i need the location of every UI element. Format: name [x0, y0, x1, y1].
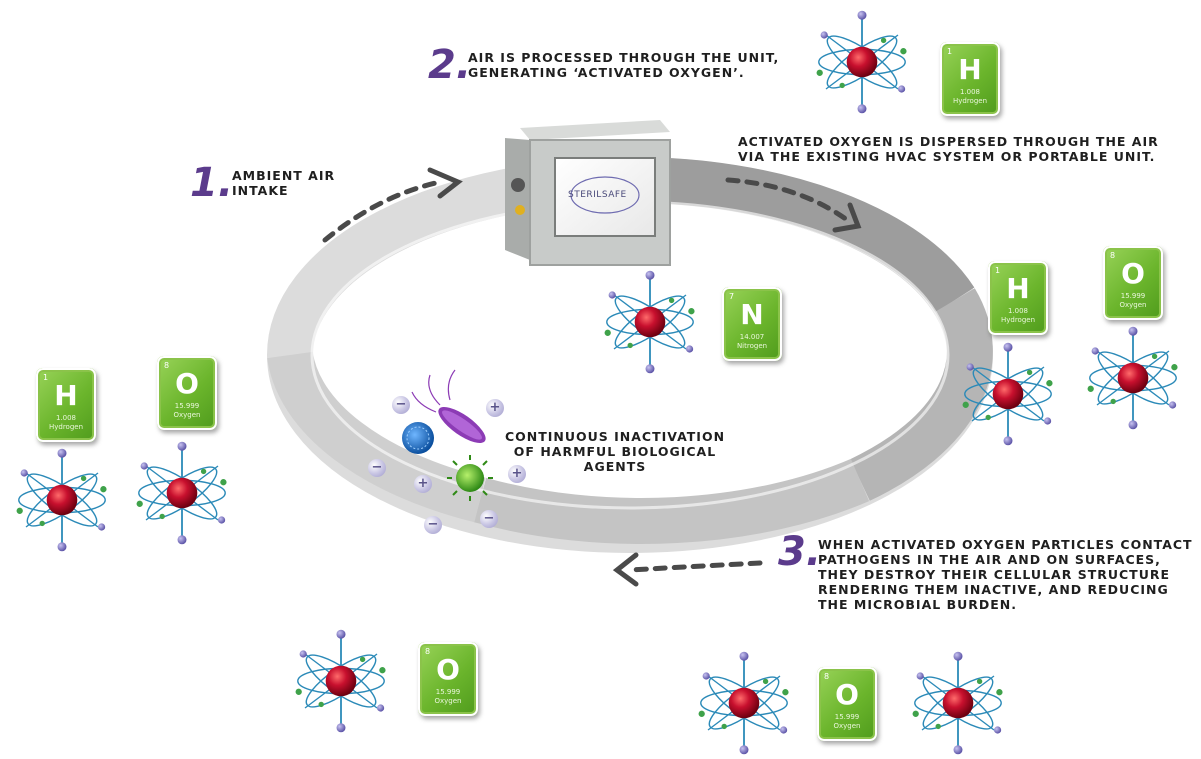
atomic-number: 7: [729, 292, 735, 301]
center-line: AGENTS: [583, 459, 647, 474]
atom-right-2: [1086, 325, 1179, 431]
oxygen-tile: 8 O 15.999 Oxygen: [1103, 246, 1163, 320]
atom-bottom-2: [697, 650, 790, 756]
hydrogen-tile: 1 H 1.008 Hydrogen: [940, 42, 1000, 116]
center-line: OF HARMFUL BIOLOGICAL: [513, 444, 717, 459]
atomic-number: 8: [164, 361, 170, 370]
step-1-text: AMBIENT AIR INTAKE: [232, 168, 335, 198]
atom-top: [815, 9, 908, 115]
nitrogen-tile: 7 N 14.007 Nitrogen: [722, 287, 782, 361]
atom-left-2: [135, 440, 228, 546]
blue-cell-icon: [402, 422, 434, 454]
hydrogen-tile: 1 H 1.008 Hydrogen: [36, 368, 96, 442]
element-symbol: O: [436, 653, 460, 686]
atomic-number: 8: [824, 672, 830, 681]
atomic-mass: 1.008: [55, 414, 77, 422]
atom-left-1: [15, 447, 108, 553]
atom-center: [603, 269, 696, 375]
atomic-mass: 15.999: [435, 688, 461, 696]
element-name: Oxygen: [173, 411, 201, 419]
element-name: Hydrogen: [952, 97, 988, 105]
step-2-line: GENERATING ‘ACTIVATED OXYGEN’.: [468, 65, 745, 80]
atomic-mass: 15.999: [1120, 292, 1146, 300]
step-1-line: INTAKE: [232, 183, 289, 198]
step-2-number: 2.: [428, 42, 472, 88]
element-name: Hydrogen: [48, 423, 84, 431]
device-logo: STERILSAFE: [568, 190, 627, 200]
atomic-mass: 1.008: [1007, 307, 1029, 315]
atomic-mass: 1.008: [959, 88, 981, 96]
element-symbol: H: [54, 379, 78, 412]
step-3-line: RENDERING THEM INACTIVE, AND REDUCING: [818, 582, 1169, 597]
dispersal-line: VIA THE EXISTING HVAC SYSTEM OR PORTABLE…: [738, 149, 1156, 164]
virus-icon: [447, 455, 493, 501]
element-symbol: O: [1121, 257, 1145, 290]
oxygen-tile: 8 O 15.999 Oxygen: [817, 667, 877, 741]
element-symbol: O: [175, 367, 199, 400]
atomic-number: 8: [425, 647, 431, 656]
element-name: Oxygen: [1119, 301, 1147, 309]
step-3-line: WHEN ACTIVATED OXYGEN PARTICLES CONTACT: [818, 537, 1193, 552]
step-3-line: THEY DESTROY THEIR CELLULAR STRUCTURE: [818, 567, 1171, 582]
negative-charge-icon: −: [480, 510, 498, 528]
oxygen-tile: 8 O 15.999 Oxygen: [418, 642, 478, 716]
oxygen-tile: 8 O 15.999 Oxygen: [157, 356, 217, 430]
negative-charge-icon: −: [368, 459, 386, 477]
step-2-text: AIR IS PROCESSED THROUGH THE UNIT, GENER…: [468, 50, 779, 80]
atomic-number: 1: [995, 266, 1001, 275]
bacteria-icon: [411, 369, 486, 444]
dispersal-text: ACTIVATED OXYGEN IS DISPERSED THROUGH TH…: [738, 134, 1159, 164]
sterilsafe-device: [505, 120, 671, 266]
positive-charge-icon: +: [414, 475, 432, 493]
atomic-number: 1: [43, 373, 49, 382]
negative-charge-icon: −: [424, 516, 442, 534]
atomic-mass: 14.007: [739, 333, 765, 341]
element-name: Oxygen: [833, 722, 861, 730]
element-name: Hydrogen: [1000, 316, 1036, 324]
atomic-number: 8: [1110, 251, 1116, 260]
hydrogen-tile: 1 H 1.008 Hydrogen: [988, 261, 1048, 335]
positive-charge-icon: +: [508, 465, 526, 483]
step-3-number: 3.: [778, 529, 822, 575]
step-1-line: AMBIENT AIR: [232, 168, 336, 183]
negative-charge-icon: −: [392, 396, 410, 414]
center-line: CONTINUOUS INACTIVATION: [504, 429, 726, 444]
element-name: Nitrogen: [736, 342, 768, 350]
atomic-mass: 15.999: [834, 713, 860, 721]
center-text: CONTINUOUS INACTIVATION OF HARMFUL BIOLO…: [497, 429, 733, 474]
element-symbol: O: [835, 678, 859, 711]
atom-bottom-3: [911, 650, 1004, 756]
step-2-line: AIR IS PROCESSED THROUGH THE UNIT,: [468, 50, 780, 65]
step-3-line: THE MICROBIAL BURDEN.: [818, 597, 1017, 612]
atom-bottom-1: [294, 628, 387, 734]
flow-arrows: [322, 167, 862, 587]
element-name: Oxygen: [434, 697, 462, 705]
dispersal-line: ACTIVATED OXYGEN IS DISPERSED THROUGH TH…: [738, 134, 1159, 149]
step-3-text: WHEN ACTIVATED OXYGEN PARTICLES CONTACT …: [818, 537, 1193, 612]
step-1-number: 1.: [190, 160, 234, 206]
element-symbol: H: [958, 53, 982, 86]
atomic-mass: 15.999: [174, 402, 200, 410]
element-symbol: H: [1006, 272, 1030, 305]
step-3-line: PATHOGENS IN THE AIR AND ON SURFACES,: [818, 552, 1161, 567]
atomic-number: 1: [947, 47, 953, 56]
element-symbol: N: [740, 298, 764, 331]
positive-charge-icon: +: [486, 399, 504, 417]
